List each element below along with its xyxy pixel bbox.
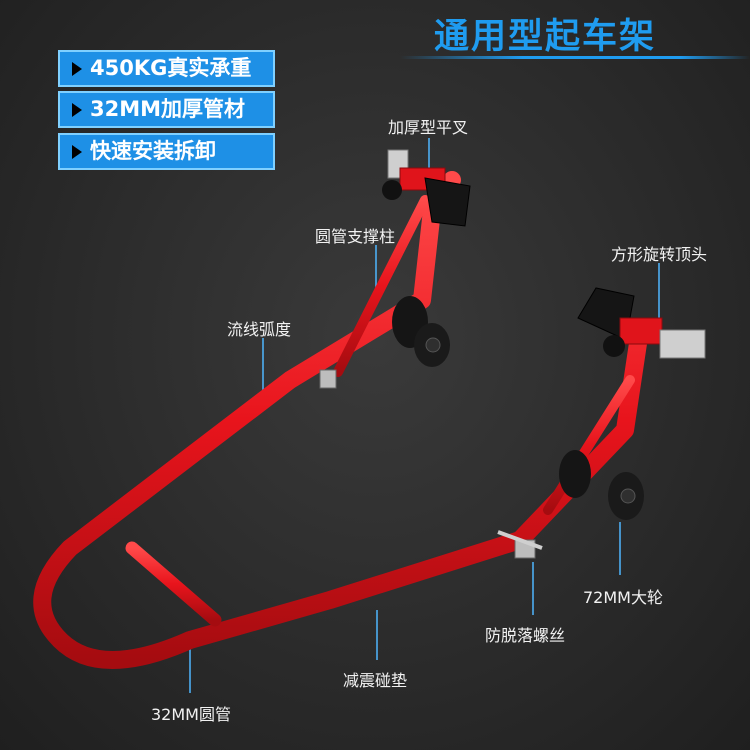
left-fork-head [382, 149, 471, 227]
callout-thick-fork: 加厚型平叉 [388, 118, 469, 137]
callout-anti-drop-screw: 防脱落螺丝 [485, 626, 566, 645]
main-u-frame [33, 171, 649, 669]
page-title: 通用型起车架 [434, 17, 657, 57]
feature-badge-load: 450KG真实承重 [58, 50, 275, 87]
badge-label: 快速安装拆卸 [90, 139, 216, 163]
callout-square-head: 方形旋转顶头 [611, 245, 708, 264]
play-triangle-icon [72, 61, 82, 76]
callout-tube-32mm: 32MM圆管 [151, 705, 231, 724]
feature-badge-install: 快速安装拆卸 [58, 133, 275, 170]
right-square-head [577, 287, 706, 359]
right-support-brace [543, 375, 635, 515]
callout-leader-lines [189, 138, 660, 693]
callout-streamline-arc: 流线弧度 [227, 320, 292, 339]
play-triangle-icon [72, 102, 82, 117]
feature-badge-tube: 32MM加厚管材 [58, 91, 275, 128]
callout-shock-pad: 减震碰垫 [343, 671, 408, 690]
callout-tube-support: 圆管支撑柱 [315, 227, 396, 246]
badge-label: 32MM加厚管材 [90, 97, 246, 121]
title-underline [400, 56, 750, 59]
anti-drop-screw-clamps [319, 369, 543, 559]
callout-wheel-72mm: 72MM大轮 [583, 588, 663, 607]
cross-bar [125, 541, 222, 627]
badge-label: 450KG真实承重 [90, 56, 252, 80]
right-wheel [559, 450, 644, 520]
play-triangle-icon [72, 144, 82, 159]
left-support-brace [333, 195, 430, 377]
title-banner: 通用型起车架 [400, 0, 750, 64]
left-wheel [392, 296, 450, 367]
